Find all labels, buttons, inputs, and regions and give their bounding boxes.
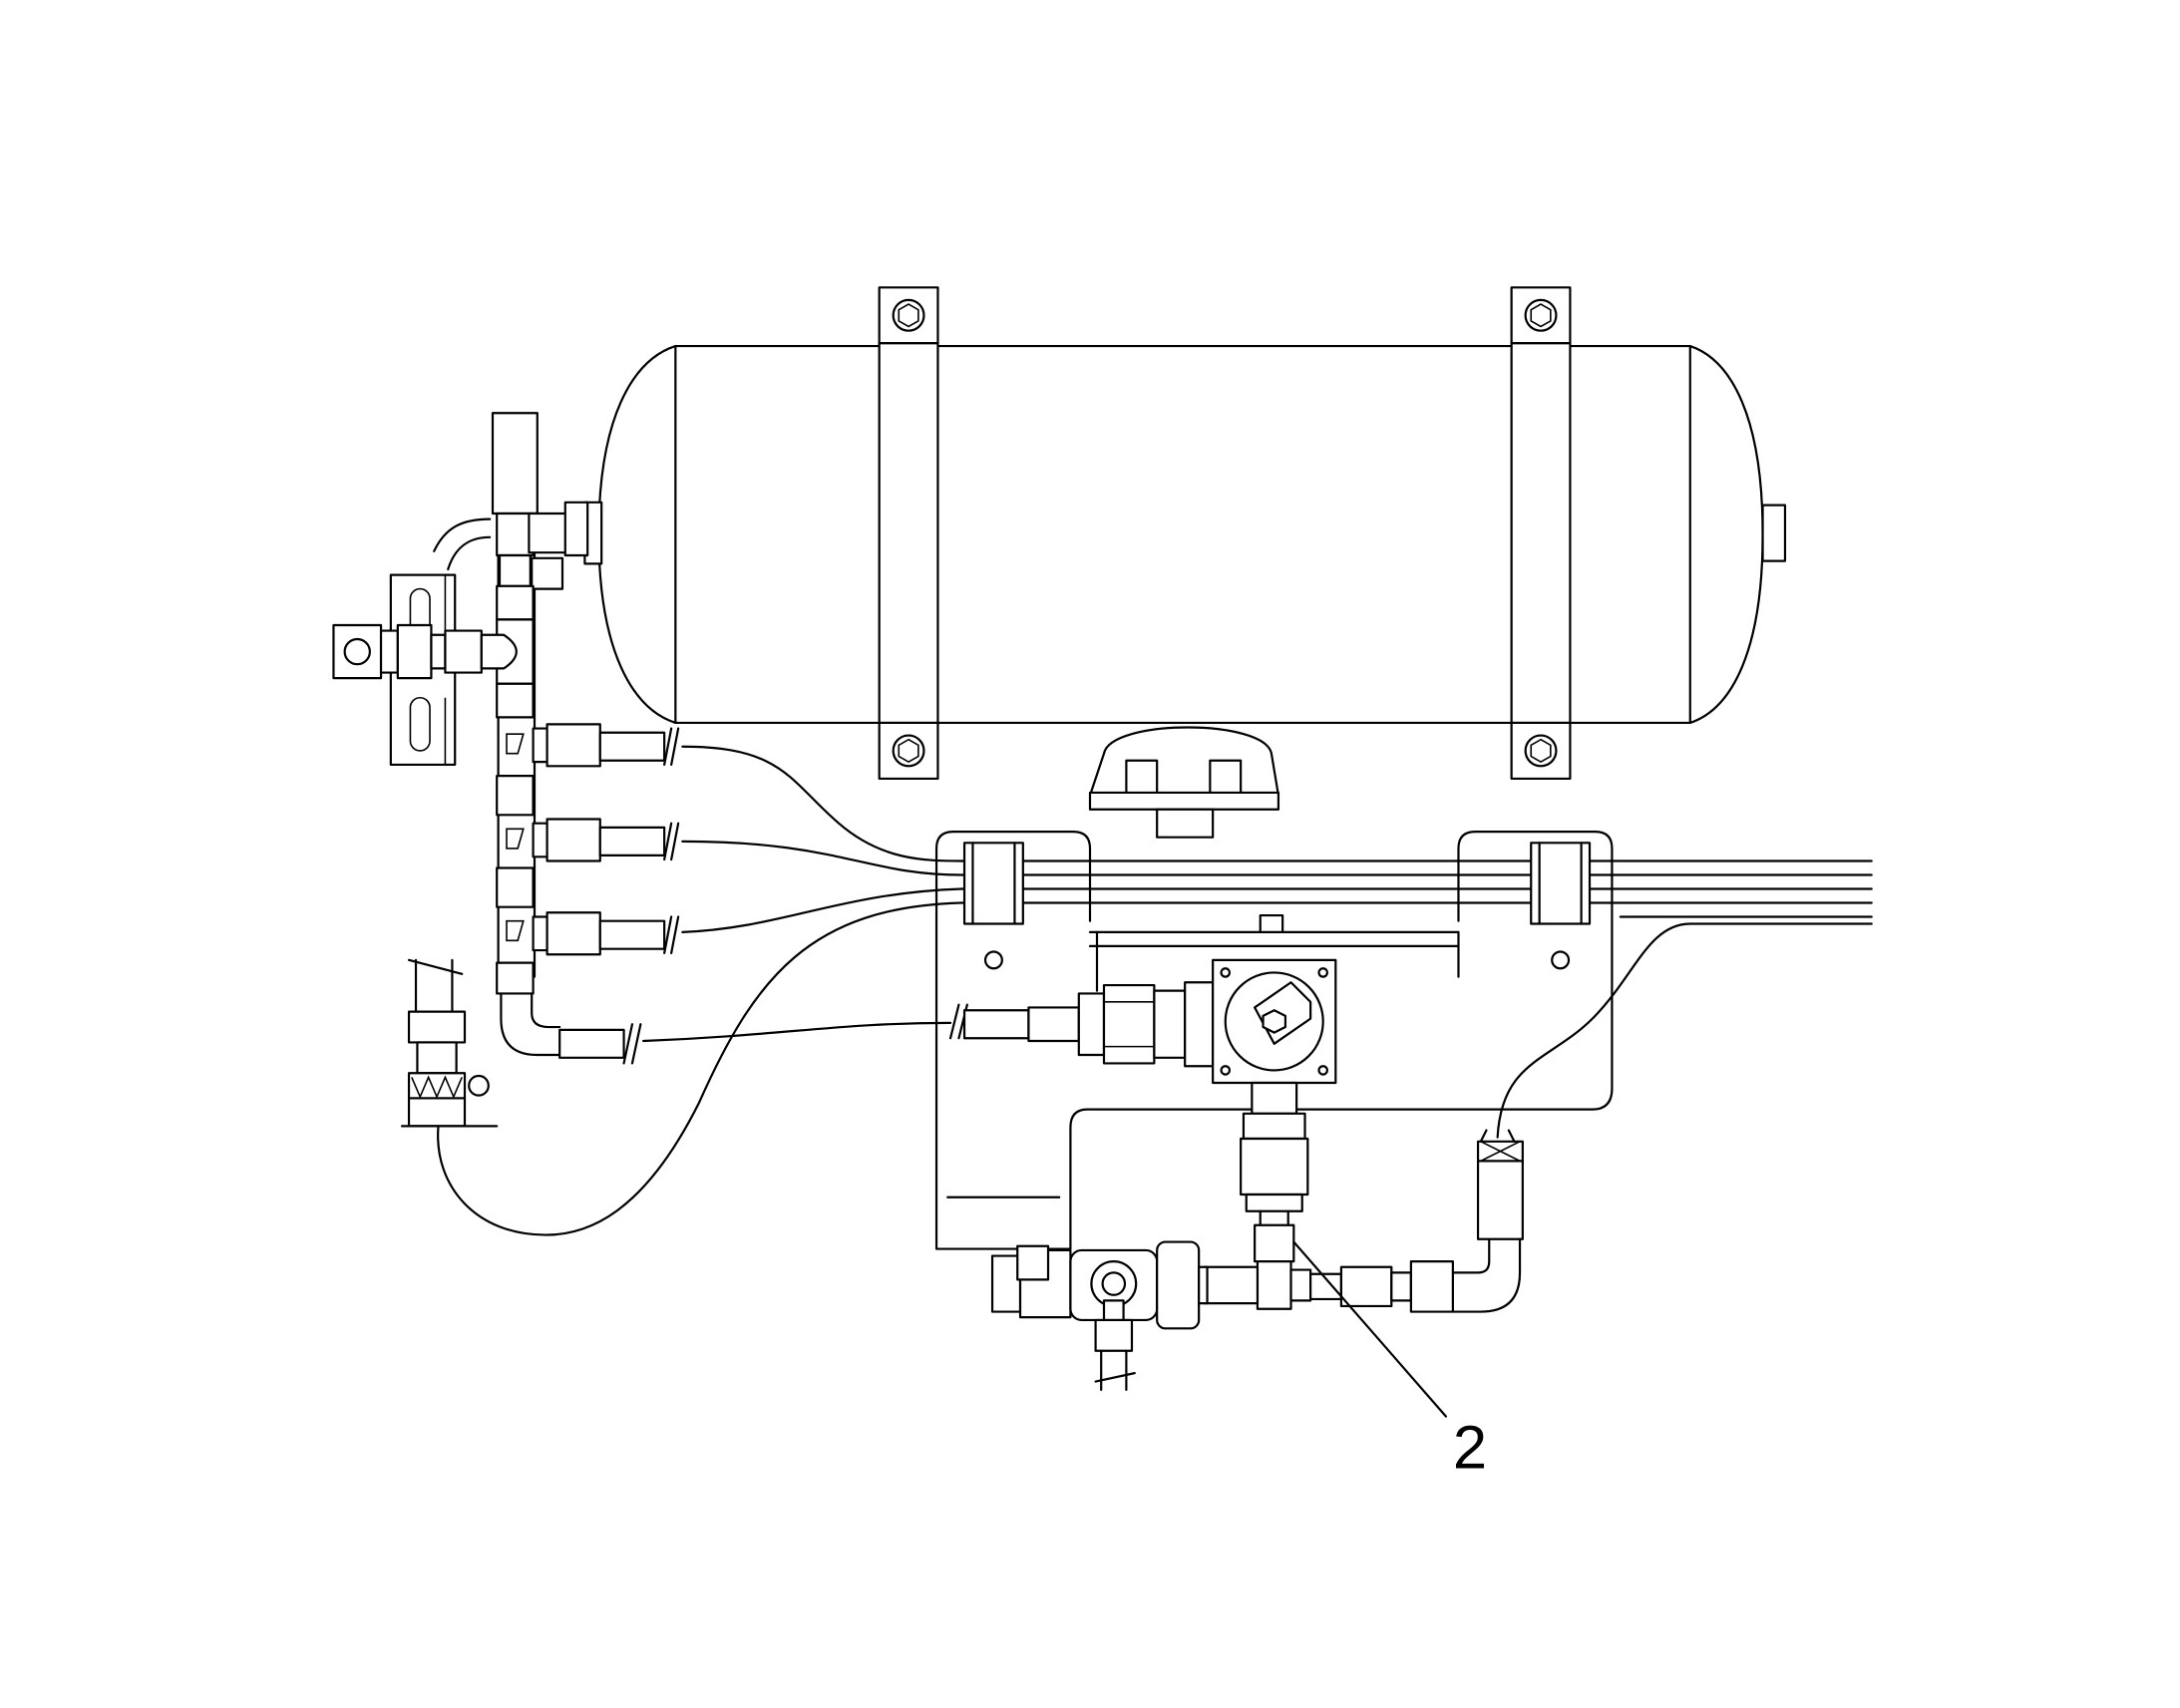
manifold-bracket-valve	[333, 575, 516, 765]
mounting-bracket	[936, 832, 1612, 1248]
leader-line	[1293, 1242, 1446, 1417]
air-tank	[584, 346, 1785, 723]
shutoff-valve	[992, 1242, 1208, 1390]
tank-strap-right	[1512, 287, 1571, 779]
lower-tee-assembly	[1205, 1131, 1523, 1312]
rail-clip-right	[1531, 843, 1590, 968]
pressure-switch	[402, 960, 497, 1127]
rail-clip-left	[964, 843, 1023, 968]
tank-strap-left	[880, 287, 938, 779]
callout-2: 2	[1293, 1242, 1487, 1482]
central-valve	[950, 960, 1335, 1225]
frame-rails	[961, 860, 1871, 916]
callout-label: 2	[1453, 1413, 1487, 1482]
drain-valve	[1090, 727, 1278, 837]
manifold	[434, 413, 587, 1055]
air-lines	[438, 747, 1872, 1235]
manifold-outlets	[534, 724, 679, 1063]
